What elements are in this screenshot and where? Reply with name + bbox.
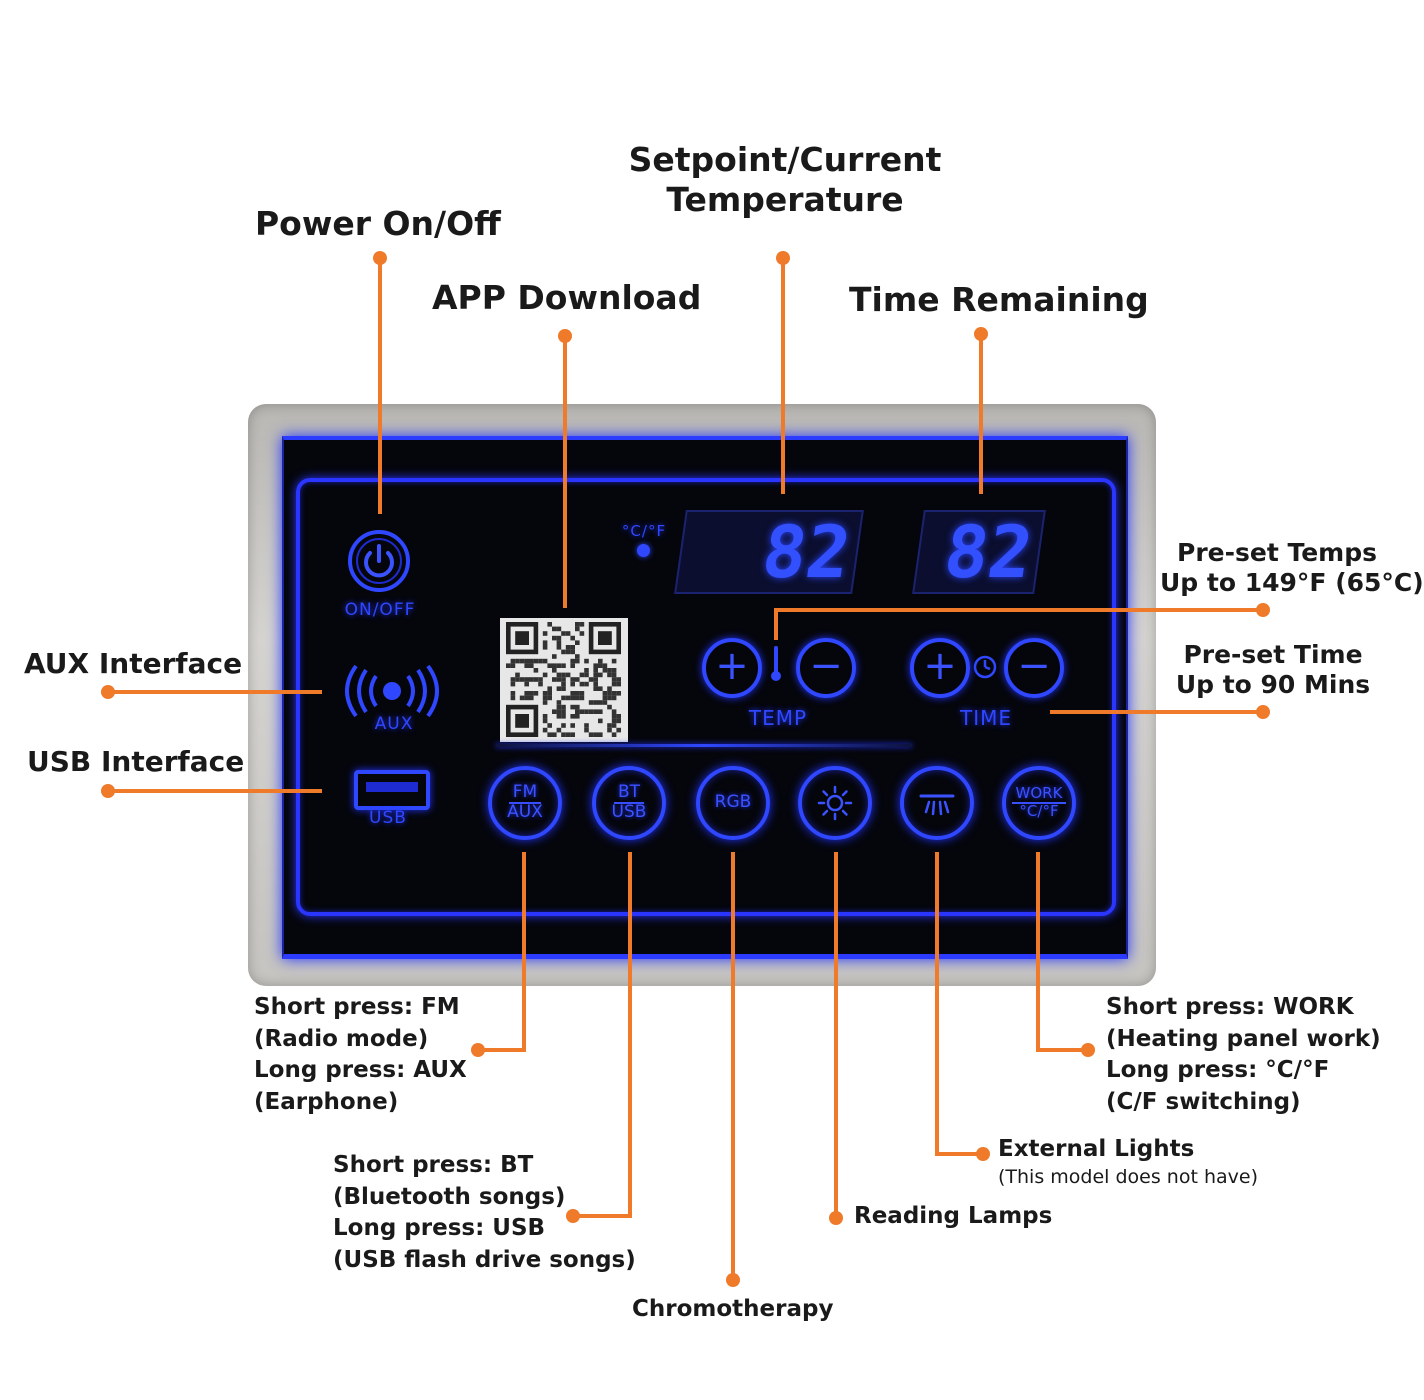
label-bt-line1: Short press: BT bbox=[333, 1152, 534, 1178]
label-bt-line3: Long press: USB bbox=[333, 1215, 546, 1242]
unit-indicator-label: °C/°F bbox=[621, 522, 667, 540]
usb-port-slot bbox=[366, 782, 418, 792]
time-plus-button[interactable]: + bbox=[910, 638, 970, 698]
clock-icon bbox=[972, 654, 998, 680]
leader-bt bbox=[573, 852, 632, 1218]
label-bt: Short press: BT (Bluetooth songs) Long p… bbox=[333, 1150, 636, 1277]
label-setpoint-line1: Setpoint/Current bbox=[628, 140, 942, 179]
label-app: APP Download bbox=[432, 278, 702, 317]
label-preset-temps-line2: Up to 149°F (65°C) bbox=[1160, 568, 1424, 597]
work-cf-button[interactable]: WORK °C/°F bbox=[1002, 766, 1076, 840]
label-preset-temps: Pre-set Temps Up to 149°F (65°C) bbox=[1160, 538, 1424, 598]
fm-button-top-label: FM bbox=[508, 783, 542, 804]
temp-label: TEMP bbox=[748, 706, 808, 730]
label-work-line2: (Heating panel work) bbox=[1106, 1025, 1381, 1052]
external-lights-button[interactable] bbox=[900, 766, 974, 840]
label-fm-line4: (Earphone) bbox=[254, 1089, 399, 1116]
label-reading-lamps: Reading Lamps bbox=[854, 1203, 1053, 1229]
label-external-lights: External Lights bbox=[998, 1136, 1195, 1162]
power-icon bbox=[348, 530, 410, 592]
label-bt-line2: (Bluetooth songs) bbox=[333, 1183, 566, 1210]
aux-jack[interactable] bbox=[336, 664, 448, 718]
thermometer-icon bbox=[771, 646, 781, 682]
panel-inner-border bbox=[296, 478, 1116, 916]
work-button-bottom-label: °C/°F bbox=[1019, 802, 1059, 820]
label-preset-temps-line1: Pre-set Temps bbox=[1177, 538, 1377, 567]
bt-usb-button[interactable]: BT USB bbox=[592, 766, 666, 840]
label-power: Power On/Off bbox=[255, 204, 501, 243]
panel-divider bbox=[496, 744, 912, 747]
power-button[interactable] bbox=[346, 528, 412, 594]
qr-code-icon bbox=[506, 622, 621, 737]
label-aux: AUX Interface bbox=[24, 647, 243, 680]
leader-fm bbox=[478, 852, 526, 1052]
rgb-button[interactable]: RGB bbox=[696, 766, 770, 840]
aux-label: AUX bbox=[374, 714, 414, 734]
temp-minus-button[interactable]: − bbox=[796, 638, 856, 698]
usb-label: USB bbox=[369, 808, 407, 828]
app-qr-code[interactable] bbox=[500, 618, 628, 742]
work-button-top-label: WORK bbox=[1011, 785, 1067, 804]
label-fm: Short press: FM (Radio mode) Long press:… bbox=[254, 992, 467, 1119]
time-minus-button[interactable]: − bbox=[1004, 638, 1064, 698]
usb-port[interactable] bbox=[354, 770, 430, 810]
rgb-button-label: RGB bbox=[714, 792, 752, 813]
unit-indicator-led bbox=[637, 544, 650, 557]
leader-work bbox=[1036, 852, 1088, 1052]
onoff-label: ON/OFF bbox=[344, 600, 416, 620]
leader-preset-temps bbox=[774, 608, 1263, 640]
ceiling-light-icon bbox=[919, 794, 955, 816]
label-work-line3: Long press: °C/°F bbox=[1106, 1057, 1330, 1084]
label-work: Short press: WORK (Heating panel work) L… bbox=[1106, 992, 1381, 1119]
label-preset-time-line2: Up to 90 Mins bbox=[1175, 670, 1371, 699]
temp-plus-button[interactable]: + bbox=[702, 638, 762, 698]
label-preset-time: Pre-set Time Up to 90 Mins bbox=[1170, 640, 1376, 700]
time-label: TIME bbox=[959, 706, 1012, 730]
reading-lamp-button[interactable] bbox=[798, 766, 872, 840]
label-setpoint-line2: Temperature bbox=[666, 179, 904, 219]
label-time-remaining: Time Remaining bbox=[849, 280, 1149, 319]
label-usb: USB Interface bbox=[27, 745, 245, 778]
label-chromotherapy: Chromotherapy bbox=[632, 1296, 834, 1322]
label-bt-line4: (USB flash drive songs) bbox=[333, 1247, 636, 1274]
label-fm-line2: (Radio mode) bbox=[254, 1025, 429, 1052]
label-setpoint: Setpoint/Current Temperature bbox=[620, 140, 950, 219]
label-preset-time-line1: Pre-set Time bbox=[1183, 640, 1363, 669]
bt-button-top-label: BT bbox=[613, 783, 645, 804]
label-fm-line1: Short press: FM bbox=[254, 994, 460, 1020]
bt-button-bottom-label: USB bbox=[611, 802, 647, 822]
fm-aux-button[interactable]: FM AUX bbox=[488, 766, 562, 840]
fm-button-bottom-label: AUX bbox=[507, 802, 543, 822]
label-external-lights-note: (This model does not have) bbox=[998, 1166, 1258, 1188]
label-work-line1: Short press: WORK bbox=[1106, 994, 1354, 1020]
aux-wave-icon bbox=[345, 664, 439, 718]
sun-icon bbox=[817, 785, 853, 821]
label-fm-line3: Long press: AUX bbox=[254, 1057, 467, 1084]
leader-external bbox=[935, 852, 983, 1156]
label-work-line4: (C/F switching) bbox=[1106, 1089, 1301, 1116]
